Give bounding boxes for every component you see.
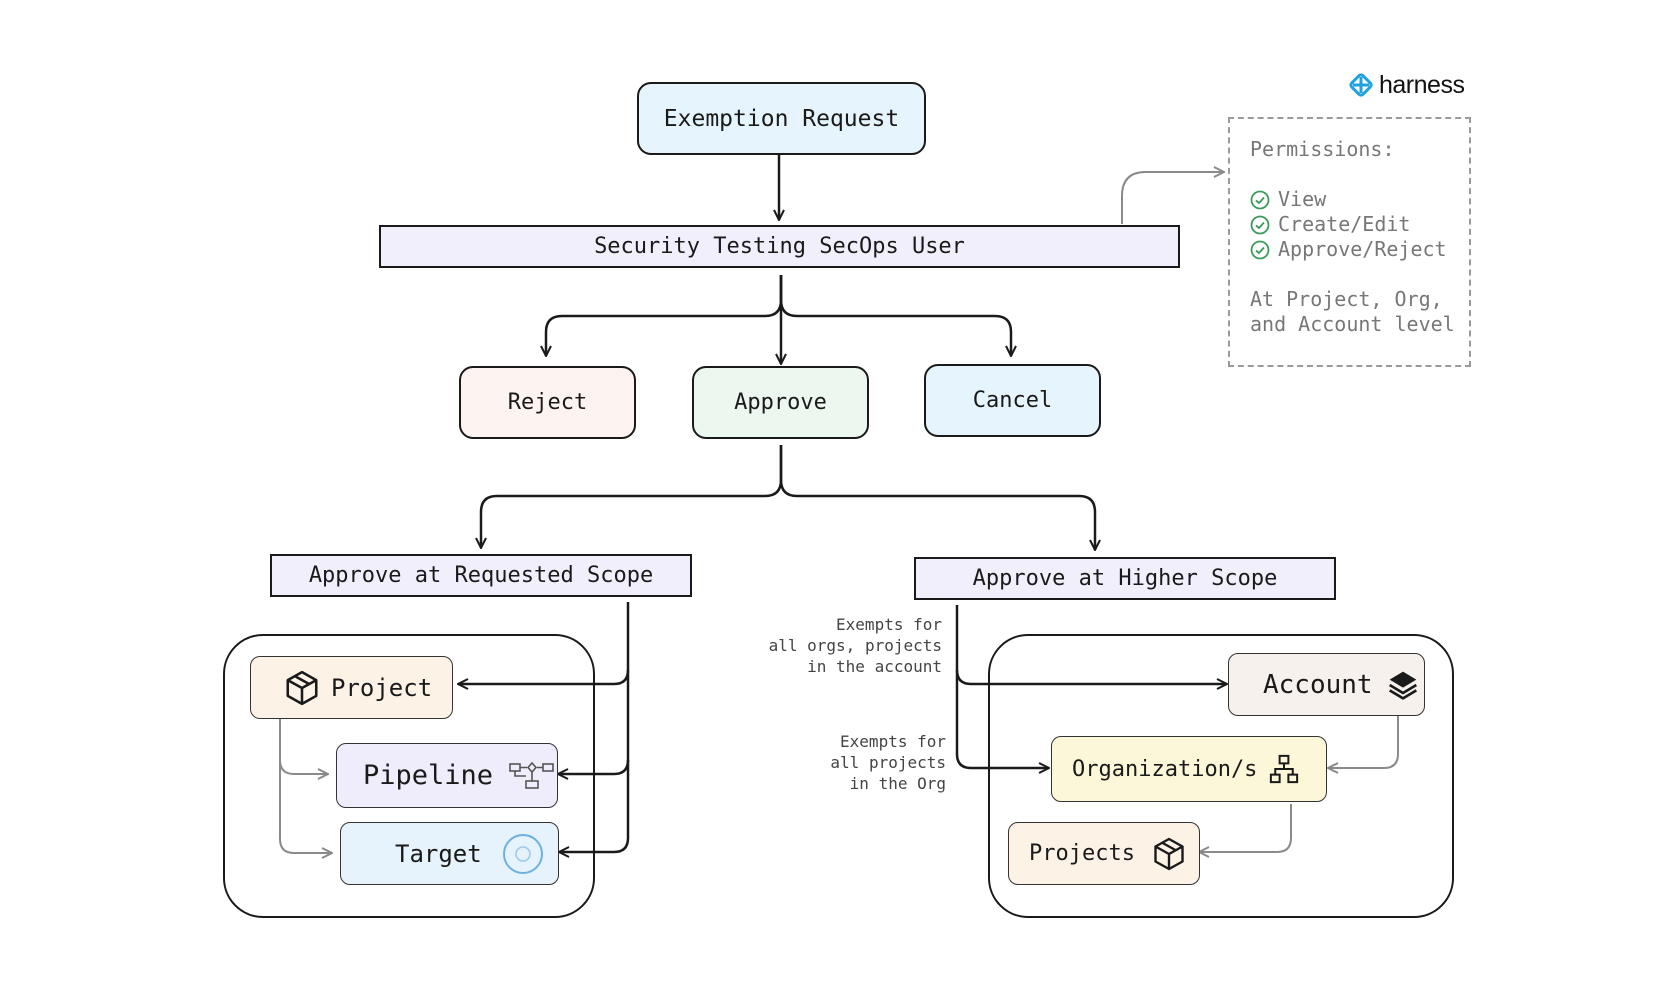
pipeline-icon — [509, 761, 554, 789]
organizations-label: Organization/s — [1072, 756, 1258, 782]
cancel-node: Cancel — [924, 364, 1101, 437]
arrow-higher-to-org — [955, 670, 1049, 768]
permission-item: Approve/Reject — [1250, 237, 1469, 262]
projects-label: Projects — [1029, 841, 1135, 866]
arrow-secops-to-reject — [546, 275, 783, 356]
arrow-requested-to-target — [559, 760, 630, 852]
check-circle-icon — [1250, 215, 1270, 234]
approve-node: Approve — [692, 366, 869, 439]
account-label: Account — [1263, 669, 1373, 700]
org-chart-icon — [1270, 754, 1299, 784]
arrow-account-to-org — [1328, 715, 1399, 768]
arrow-secops-to-permissions — [1121, 172, 1224, 224]
account-note: Exempts for all orgs, projects in the ac… — [768, 615, 942, 676]
approve-higher-scope-bar: Approve at Higher Scope — [914, 557, 1336, 600]
box-icon — [1154, 837, 1184, 870]
projects-leaf: Projects — [1008, 822, 1200, 885]
arrow-project-to-target — [279, 760, 332, 853]
target-leaf: Target — [340, 822, 559, 885]
higher-scope-group — [988, 634, 1454, 918]
permission-item: View — [1250, 187, 1469, 212]
arrow-secops-to-cancel — [779, 275, 1011, 356]
harness-logo-text: harness — [1379, 70, 1465, 99]
approve-requested-scope-bar: Approve at Requested Scope — [270, 554, 692, 597]
target-label: Target — [395, 839, 482, 868]
project-leaf: Project — [250, 656, 453, 719]
secops-user-bar: Security Testing SecOps User — [379, 225, 1180, 268]
check-circle-icon — [1250, 240, 1270, 259]
arrow-org-to-projects — [1199, 804, 1292, 852]
harness-logo-icon — [1349, 73, 1373, 97]
requested-scope-group — [223, 634, 595, 918]
reject-node: Reject — [459, 366, 636, 439]
permissions-box: Permissions: View Create/Edit Approve/Re… — [1228, 117, 1471, 367]
permission-item: Create/Edit — [1250, 212, 1469, 237]
org-note: Exempts for all projects in the Org — [830, 732, 946, 793]
project-label: Project — [331, 673, 433, 702]
harness-logo: harness — [1348, 70, 1478, 100]
permissions-title: Permissions: — [1250, 137, 1395, 161]
permissions-scope-line: and Account level — [1250, 312, 1455, 336]
arrow-approve-to-higher — [779, 445, 1095, 550]
check-circle-icon — [1250, 190, 1270, 209]
target-icon — [502, 833, 543, 874]
exemption-request-node: Exemption Request — [637, 82, 926, 155]
layers-icon — [1388, 671, 1417, 700]
account-leaf: Account — [1228, 653, 1425, 716]
arrow-approve-to-requested — [481, 445, 783, 548]
box-icon — [286, 670, 318, 705]
pipeline-label: Pipeline — [363, 760, 494, 791]
permissions-scope-line: At Project, Org, — [1250, 287, 1443, 311]
organizations-leaf: Organization/s — [1051, 736, 1327, 802]
pipeline-leaf: Pipeline — [336, 743, 558, 808]
